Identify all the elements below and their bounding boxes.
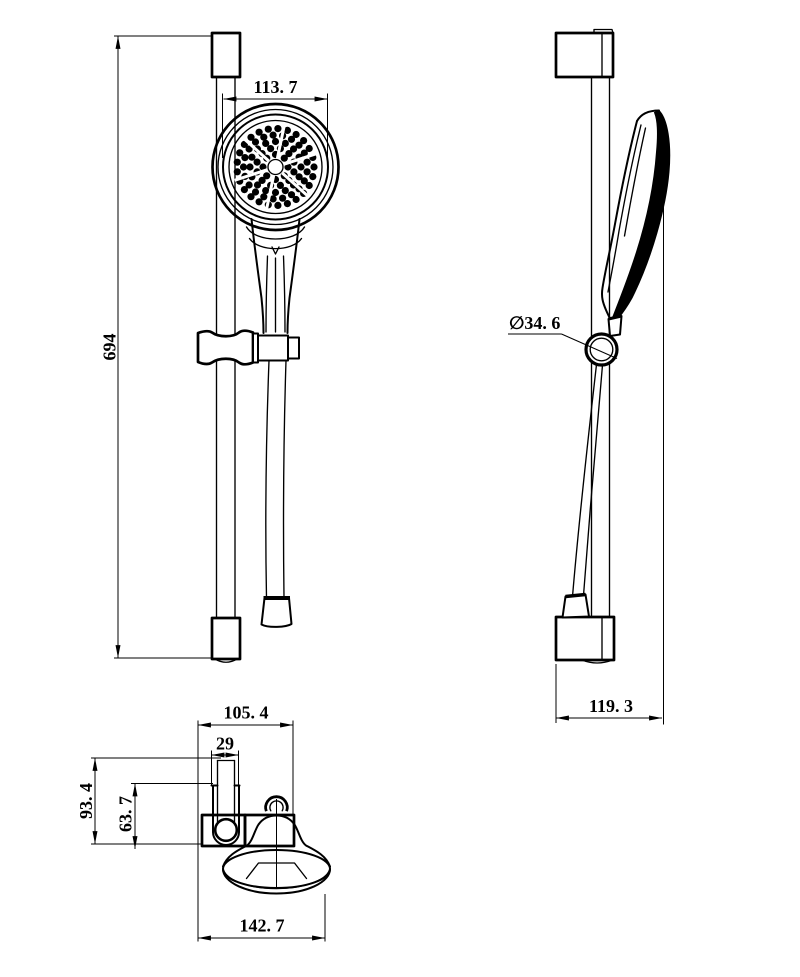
shower-head-top <box>222 799 331 895</box>
hanger-ring-side <box>584 332 619 367</box>
dim-bracket-width: 105. 4 <box>197 703 294 942</box>
dim-label-holder-depth: 63. 7 <box>116 796 136 832</box>
dim-label-ring-diameter: ∅34. 6 <box>509 313 560 333</box>
shower-head-side <box>600 109 671 337</box>
bottom-bracket-side <box>554 615 616 662</box>
dim-label-height: 694 <box>100 334 120 361</box>
hose-end-cone-front <box>260 597 293 628</box>
top-bracket-side <box>554 31 615 79</box>
holder-ring-top <box>264 795 289 812</box>
slider-bracket-top <box>200 759 296 848</box>
top-bracket-front <box>210 31 242 79</box>
nozzle-dots <box>233 124 318 210</box>
dim-holder-depth: 63. 7 <box>116 783 213 849</box>
shower-head-front <box>211 102 340 232</box>
bottom-bracket-front <box>210 616 242 661</box>
top-view: 105. 4 29 93. 4 63. 7 <box>76 703 331 942</box>
hose-side <box>561 363 604 619</box>
dim-slot-width: 29 <box>211 734 239 786</box>
dim-label-head-depth: 142. 7 <box>240 916 285 936</box>
dim-height-694: 694 <box>100 35 212 659</box>
dim-ring-diameter: ∅34. 6 <box>508 313 618 359</box>
dim-label-head-width: 113. 7 <box>253 77 297 97</box>
side-view: ∅34. 6 119. 3 <box>508 28 671 725</box>
dim-label-overall-depth: 93. 4 <box>76 783 96 819</box>
slider-bracket-front <box>196 329 300 366</box>
head-center-hub <box>267 158 284 176</box>
handle-front <box>245 218 306 334</box>
front-view: 694 113. 7 <box>100 31 340 663</box>
dim-head-width: 113. 7 <box>222 77 328 158</box>
rail-section-circle <box>213 817 239 843</box>
hose-front <box>260 359 293 628</box>
dim-label-slot-width: 29 <box>216 734 234 754</box>
dim-label-bracket-depth: 119. 3 <box>589 696 633 716</box>
dim-head-depth: 142. 7 <box>198 894 326 942</box>
dim-bracket-depth: 119. 3 <box>555 123 664 725</box>
dim-label-bracket-width: 105. 4 <box>224 703 269 723</box>
dim-overall-depth: 93. 4 <box>76 757 221 845</box>
